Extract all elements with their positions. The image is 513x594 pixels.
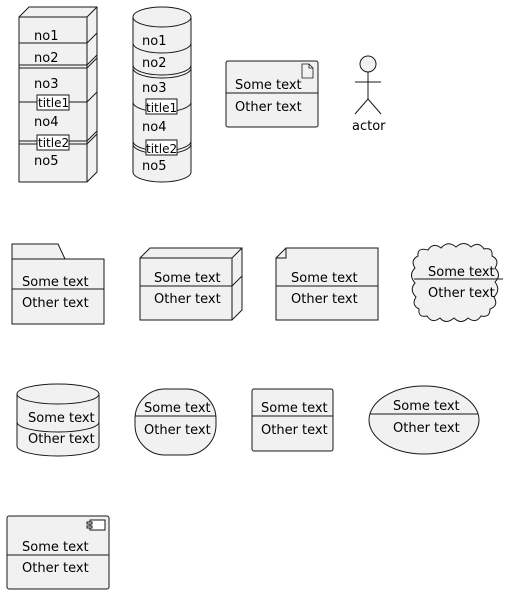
actor-label: actor: [352, 119, 386, 134]
db-row-2: no2: [142, 56, 166, 71]
card-node[interactable]: Some text Other text: [275, 247, 379, 321]
storage-bottom-text: Other text: [144, 423, 211, 438]
artifact-node[interactable]: Some text Other text: [225, 60, 319, 128]
artifact-bottom-text: Other text: [235, 100, 302, 115]
node-top-text: Some text: [154, 271, 221, 286]
node-row-5: no5: [34, 154, 58, 169]
node-title-1: title1: [38, 96, 69, 110]
rectangle-bottom-text: Other text: [261, 423, 328, 438]
component-bottom-text: Other text: [22, 561, 89, 576]
db-row-3: no3: [142, 81, 166, 96]
component-node[interactable]: Some text Other text: [6, 515, 110, 590]
node-3d-stack[interactable]: no1 no2 no3 title1 no4 title2 no5: [18, 6, 98, 183]
db-row-4: no4: [142, 120, 166, 135]
folder-bottom-text: Other text: [22, 296, 89, 311]
card-top-text: Some text: [291, 271, 358, 286]
db-row-5: no5: [142, 159, 166, 174]
node-row-1: no1: [34, 29, 58, 44]
rectangle-top-text: Some text: [261, 401, 328, 416]
usecase-node[interactable]: Some text Other text: [368, 385, 480, 455]
document-icon: [301, 63, 314, 79]
component-icon: [86, 519, 106, 531]
db-title-1: title1: [146, 101, 177, 115]
actor-figure[interactable]: actor: [352, 55, 386, 134]
usecase-top-text: Some text: [393, 399, 460, 414]
artifact-top-text: Some text: [235, 78, 302, 93]
folder-top-text: Some text: [22, 275, 89, 290]
storage-node[interactable]: Some text Other text: [134, 388, 217, 456]
database-bottom-text: Other text: [28, 432, 95, 447]
node-bottom-text: Other text: [154, 292, 221, 307]
component-top-text: Some text: [22, 540, 89, 555]
card-bottom-text: Other text: [291, 292, 358, 307]
rectangle-node[interactable]: Some text Other text: [251, 388, 334, 452]
cloud-bottom-text: Other text: [428, 286, 495, 301]
storage-top-text: Some text: [144, 401, 211, 416]
database-node[interactable]: Some text Other text: [16, 383, 100, 457]
cloud-top-text: Some text: [428, 265, 495, 280]
folder-node[interactable]: Some text Other text: [11, 243, 105, 325]
database-stack[interactable]: no1 no2 no3 title1 no4 title2 no5: [132, 6, 192, 183]
db-row-1: no1: [142, 34, 166, 49]
usecase-bottom-text: Other text: [393, 421, 460, 436]
node-row-3: no3: [34, 77, 58, 92]
node-row-2: no2: [34, 51, 58, 66]
node-title-2: title2: [38, 136, 69, 150]
db-title-2: title2: [146, 142, 177, 156]
node-row-4: no4: [34, 115, 58, 130]
cloud-node[interactable]: Some text Other text: [411, 243, 504, 322]
database-top-text: Some text: [28, 411, 95, 426]
node-box[interactable]: Some text Other text: [139, 247, 243, 321]
